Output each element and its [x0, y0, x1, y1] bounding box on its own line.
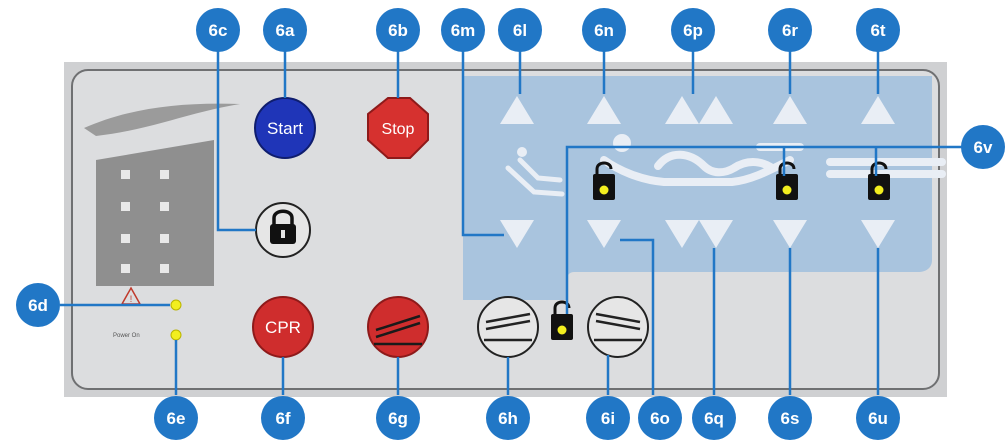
- callout-6a: 6a: [263, 8, 307, 52]
- svg-text:6i: 6i: [601, 409, 615, 428]
- callout-6l: 6l: [498, 8, 542, 52]
- callout-6b: 6b: [376, 8, 420, 52]
- svg-text:6h: 6h: [498, 409, 518, 428]
- seat-up-button[interactable]: [587, 96, 621, 124]
- callout-6s: 6s: [768, 396, 812, 440]
- start-button-label: Start: [267, 119, 303, 138]
- callout-6i: 6i: [586, 396, 630, 440]
- svg-text:6t: 6t: [870, 21, 885, 40]
- bed-tilt-right-icon: [594, 312, 642, 342]
- callout-6h: 6h: [486, 396, 530, 440]
- foot-down-button[interactable]: [861, 220, 895, 248]
- power-on-label: Power On: [113, 333, 140, 339]
- callout-6m: 6m: [441, 8, 485, 52]
- svg-text:6e: 6e: [167, 409, 186, 428]
- svg-text:!: !: [130, 294, 133, 304]
- blue-control-zone: [463, 76, 932, 300]
- lock-button[interactable]: [255, 202, 311, 258]
- seat-down-button[interactable]: [587, 220, 621, 248]
- warning-led: [170, 299, 182, 311]
- callout-6c: 6c: [196, 8, 240, 52]
- bed-up-button[interactable]: [665, 96, 733, 124]
- svg-text:6g: 6g: [388, 409, 408, 428]
- knee-down-button[interactable]: [773, 220, 807, 248]
- backrest-up-button[interactable]: [500, 96, 534, 124]
- stop-button-label: Stop: [382, 121, 415, 138]
- callout-6u: 6u: [856, 396, 900, 440]
- backrest-figure-icon: [505, 147, 565, 197]
- callout-6q: 6q: [692, 396, 736, 440]
- callout-6p: 6p: [671, 8, 715, 52]
- svg-text:6d: 6d: [28, 296, 48, 315]
- cpr-button[interactable]: CPR: [252, 296, 314, 358]
- svg-text:6n: 6n: [594, 21, 614, 40]
- svg-text:6b: 6b: [388, 21, 408, 40]
- logo-block: [96, 140, 214, 286]
- padlock-icon: [270, 209, 296, 244]
- svg-text:6f: 6f: [275, 409, 290, 428]
- svg-text:6l: 6l: [513, 21, 527, 40]
- svg-text:6q: 6q: [704, 409, 724, 428]
- svg-text:6s: 6s: [781, 409, 800, 428]
- logo-swoosh: [84, 103, 240, 136]
- svg-text:6m: 6m: [451, 21, 476, 40]
- callout-6t: 6t: [856, 8, 900, 52]
- svg-text:6u: 6u: [868, 409, 888, 428]
- knee-up-button[interactable]: [773, 96, 807, 124]
- callout-6v: 6v: [961, 125, 1005, 169]
- tilt-right-button[interactable]: [587, 296, 649, 358]
- tilt-lock-indicator: [551, 300, 573, 340]
- knee-lock-indicator: [776, 161, 798, 200]
- svg-text:6p: 6p: [683, 21, 703, 40]
- svg-text:6v: 6v: [974, 138, 993, 157]
- backrest-down-button[interactable]: [500, 220, 534, 248]
- backrest-lock-indicator: [593, 161, 615, 200]
- leader-lines: [60, 50, 963, 395]
- callout-6g: 6g: [376, 396, 420, 440]
- callout-6e: 6e: [154, 396, 198, 440]
- cpr-button-label: CPR: [265, 318, 301, 337]
- callout-6r: 6r: [768, 8, 812, 52]
- callout-6f: 6f: [261, 396, 305, 440]
- logo-grid: [121, 170, 169, 273]
- stop-button[interactable]: Stop: [367, 97, 429, 159]
- foot-up-button[interactable]: [861, 96, 895, 124]
- power-led: [170, 329, 182, 341]
- foot-lock-indicator: [868, 161, 890, 200]
- callout-6d: 6d: [16, 283, 60, 327]
- bed-tilt-icon: [374, 314, 422, 346]
- tilt-left-button[interactable]: [477, 296, 539, 358]
- trendelenburg-button[interactable]: [367, 296, 429, 358]
- callout-6o: 6o: [638, 396, 682, 440]
- callout-6n: 6n: [582, 8, 626, 52]
- start-button[interactable]: Start: [254, 97, 316, 159]
- bed-down-button[interactable]: [665, 220, 733, 248]
- svg-text:6o: 6o: [650, 409, 670, 428]
- svg-text:6c: 6c: [209, 21, 228, 40]
- svg-text:6r: 6r: [782, 21, 798, 40]
- svg-text:6a: 6a: [276, 21, 295, 40]
- bed-tilt-left-icon: [484, 312, 532, 342]
